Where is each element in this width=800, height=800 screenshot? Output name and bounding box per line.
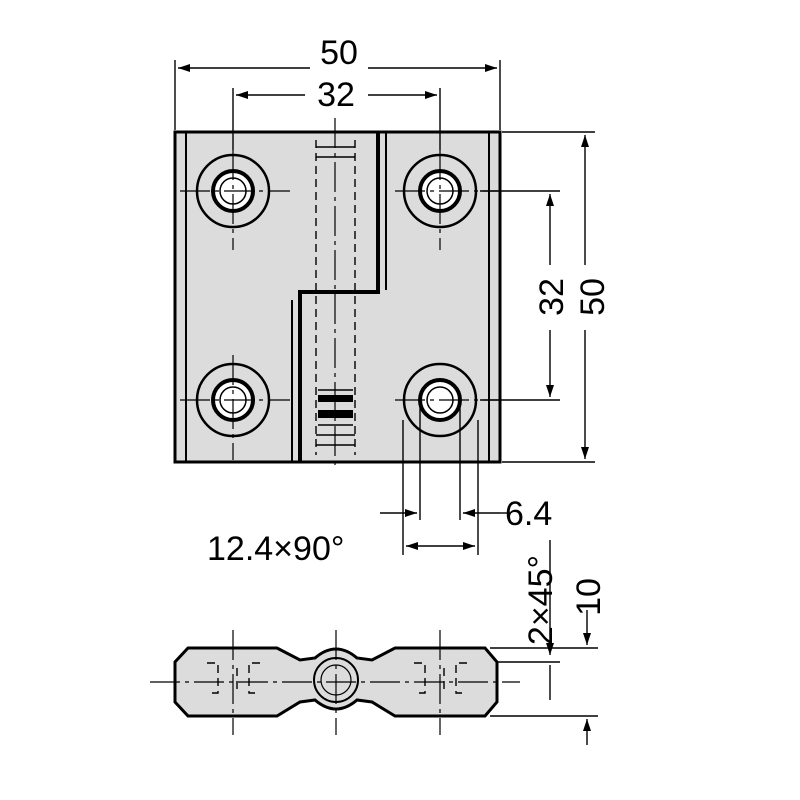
hole-spacing-vertical-label: 32 (533, 278, 571, 316)
thickness-label: 10 (570, 578, 608, 616)
dimension-overall-height: 50 (502, 131, 612, 463)
overall-height-label: 50 (574, 278, 612, 316)
dimension-countersink: 12.4×90° (207, 420, 479, 568)
leaf-seam (298, 132, 380, 462)
dimension-hole-diameter: 6.4 (380, 405, 552, 533)
center-lines (180, 118, 498, 470)
front-view (173, 118, 502, 470)
chamfer-label: 2×45° (522, 555, 560, 645)
overall-width-label: 50 (320, 34, 358, 72)
dimension-thickness: 10 (490, 578, 608, 745)
dimension-chamfer: 2×45° (497, 540, 560, 700)
side-view (150, 630, 520, 735)
hole-diameter-label: 6.4 (505, 495, 552, 533)
countersink-label: 12.4×90° (207, 530, 344, 568)
dimension-hole-spacing-horizontal: 32 (232, 76, 441, 150)
hidden-pin (315, 140, 356, 455)
dimension-hole-spacing-vertical: 32 (480, 190, 571, 401)
hole-spacing-horizontal-label: 32 (317, 76, 355, 114)
dimension-overall-width: 50 (174, 34, 501, 130)
